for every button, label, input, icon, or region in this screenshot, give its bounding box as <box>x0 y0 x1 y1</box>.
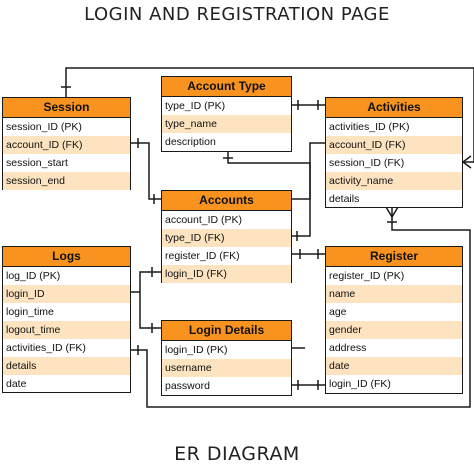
attribute: description <box>165 136 216 148</box>
entity-header: Session <box>3 98 130 118</box>
attribute: register_ID (FK) <box>165 250 240 262</box>
entity-accounts: Accounts account_ID (PK) type_ID (FK) re… <box>161 190 292 283</box>
rel-session-activities <box>65 67 474 163</box>
attribute: session_start <box>6 157 68 169</box>
rel-accounts-activities <box>292 142 326 200</box>
attribute: type_ID (PK) <box>165 100 226 112</box>
attribute: logout_time <box>3 321 130 339</box>
entity-activities: Activities activities_ID (PK) account_ID… <box>325 97 463 208</box>
attribute: age <box>329 306 347 318</box>
attribute: register_ID (PK) <box>329 270 405 282</box>
entity-register: Register register_ID (PK) name age gende… <box>325 246 463 394</box>
crowfoot <box>462 161 472 169</box>
attribute: details <box>329 193 360 205</box>
attribute: login_ID <box>3 285 130 303</box>
attribute: log_ID (PK) <box>6 270 61 282</box>
entity-header: Logs <box>3 247 130 267</box>
entity-header: Activities <box>326 98 462 118</box>
rel-session-accounts <box>130 142 162 200</box>
attribute: account_ID (PK) <box>165 214 243 226</box>
entity-logs: Logs log_ID (PK) login_ID login_time log… <box>2 246 131 393</box>
crowfoot <box>385 206 393 218</box>
attribute: login_ID (FK) <box>162 265 291 283</box>
attribute: activity_name <box>326 172 462 190</box>
attribute: session_ID (FK) <box>329 157 405 169</box>
attribute: date <box>326 357 462 375</box>
attribute: account_ID (FK) <box>326 136 462 154</box>
attribute: login_ID (PK) <box>165 344 228 356</box>
entity-header: Account Type <box>162 77 291 97</box>
entity-account-type: Account Type type_ID (PK) type_name desc… <box>161 76 292 152</box>
attribute: username <box>162 359 291 377</box>
attribute: type_name <box>162 115 291 133</box>
attribute: type_ID (FK) <box>162 229 291 247</box>
attribute: name <box>326 285 462 303</box>
rel-accounts-logindetails <box>139 271 162 329</box>
attribute: activities_ID (PK) <box>329 121 410 133</box>
attribute: session_end <box>3 172 130 190</box>
rel-logs-activities <box>130 207 471 408</box>
attribute: activities_ID (FK) <box>6 342 86 354</box>
entity-header: Accounts <box>162 191 291 211</box>
crowfoot <box>462 155 472 163</box>
entity-login-details: Login Details login_ID (PK) username pas… <box>161 320 292 396</box>
entity-header: Register <box>326 247 462 267</box>
attribute: session_ID (PK) <box>6 121 82 133</box>
attribute: password <box>165 380 210 392</box>
attribute: gender <box>326 321 462 339</box>
crowfoot <box>391 206 399 218</box>
attribute: details <box>3 357 130 375</box>
attribute: address <box>329 342 367 354</box>
attribute: login_ID (FK) <box>329 378 391 390</box>
attribute: account_ID (FK) <box>3 136 130 154</box>
diagram-title: LOGIN AND REGISTRATION PAGE <box>84 4 390 25</box>
attribute: date <box>6 378 27 390</box>
entity-session: Session session_ID (PK) account_ID (FK) … <box>2 97 131 190</box>
diagram-footer: ER DIAGRAM <box>174 443 300 465</box>
entity-header: Login Details <box>162 321 291 341</box>
attribute: login_time <box>6 306 54 318</box>
